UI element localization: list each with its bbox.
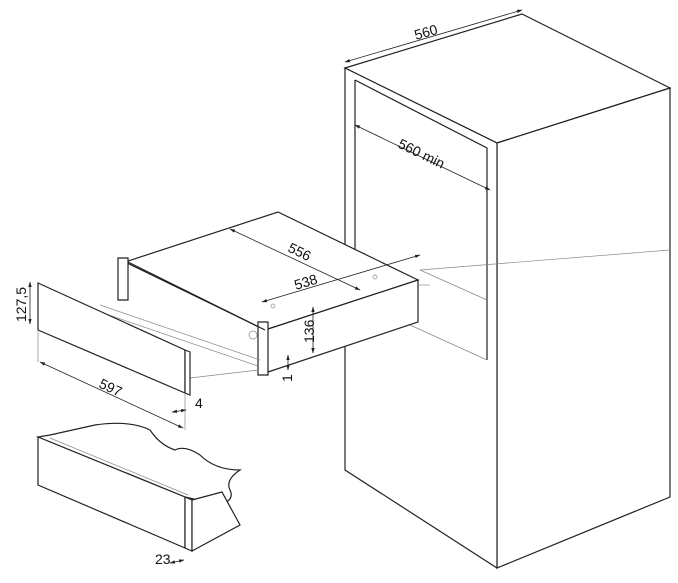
dim-line-538	[261, 254, 421, 303]
dim-1: 1	[279, 374, 295, 382]
front-thickness-detail	[35, 422, 242, 553]
dim-line-597	[39, 361, 184, 429]
drawer-front	[37, 282, 191, 396]
dim-23: 23	[155, 551, 171, 567]
dim-line-4	[171, 409, 187, 413]
dim-136: 136	[301, 319, 317, 343]
dim-127-5: 127,5	[13, 287, 29, 322]
dim-line-560	[344, 9, 523, 63]
dim-538: 538	[292, 271, 319, 293]
dim-597: 597	[97, 375, 125, 399]
dim-560: 560	[412, 21, 439, 43]
dim-4: 4	[195, 395, 203, 411]
dim-line-23	[169, 559, 185, 564]
dim-line-560-min	[354, 124, 491, 191]
cabinet	[343, 13, 672, 570]
